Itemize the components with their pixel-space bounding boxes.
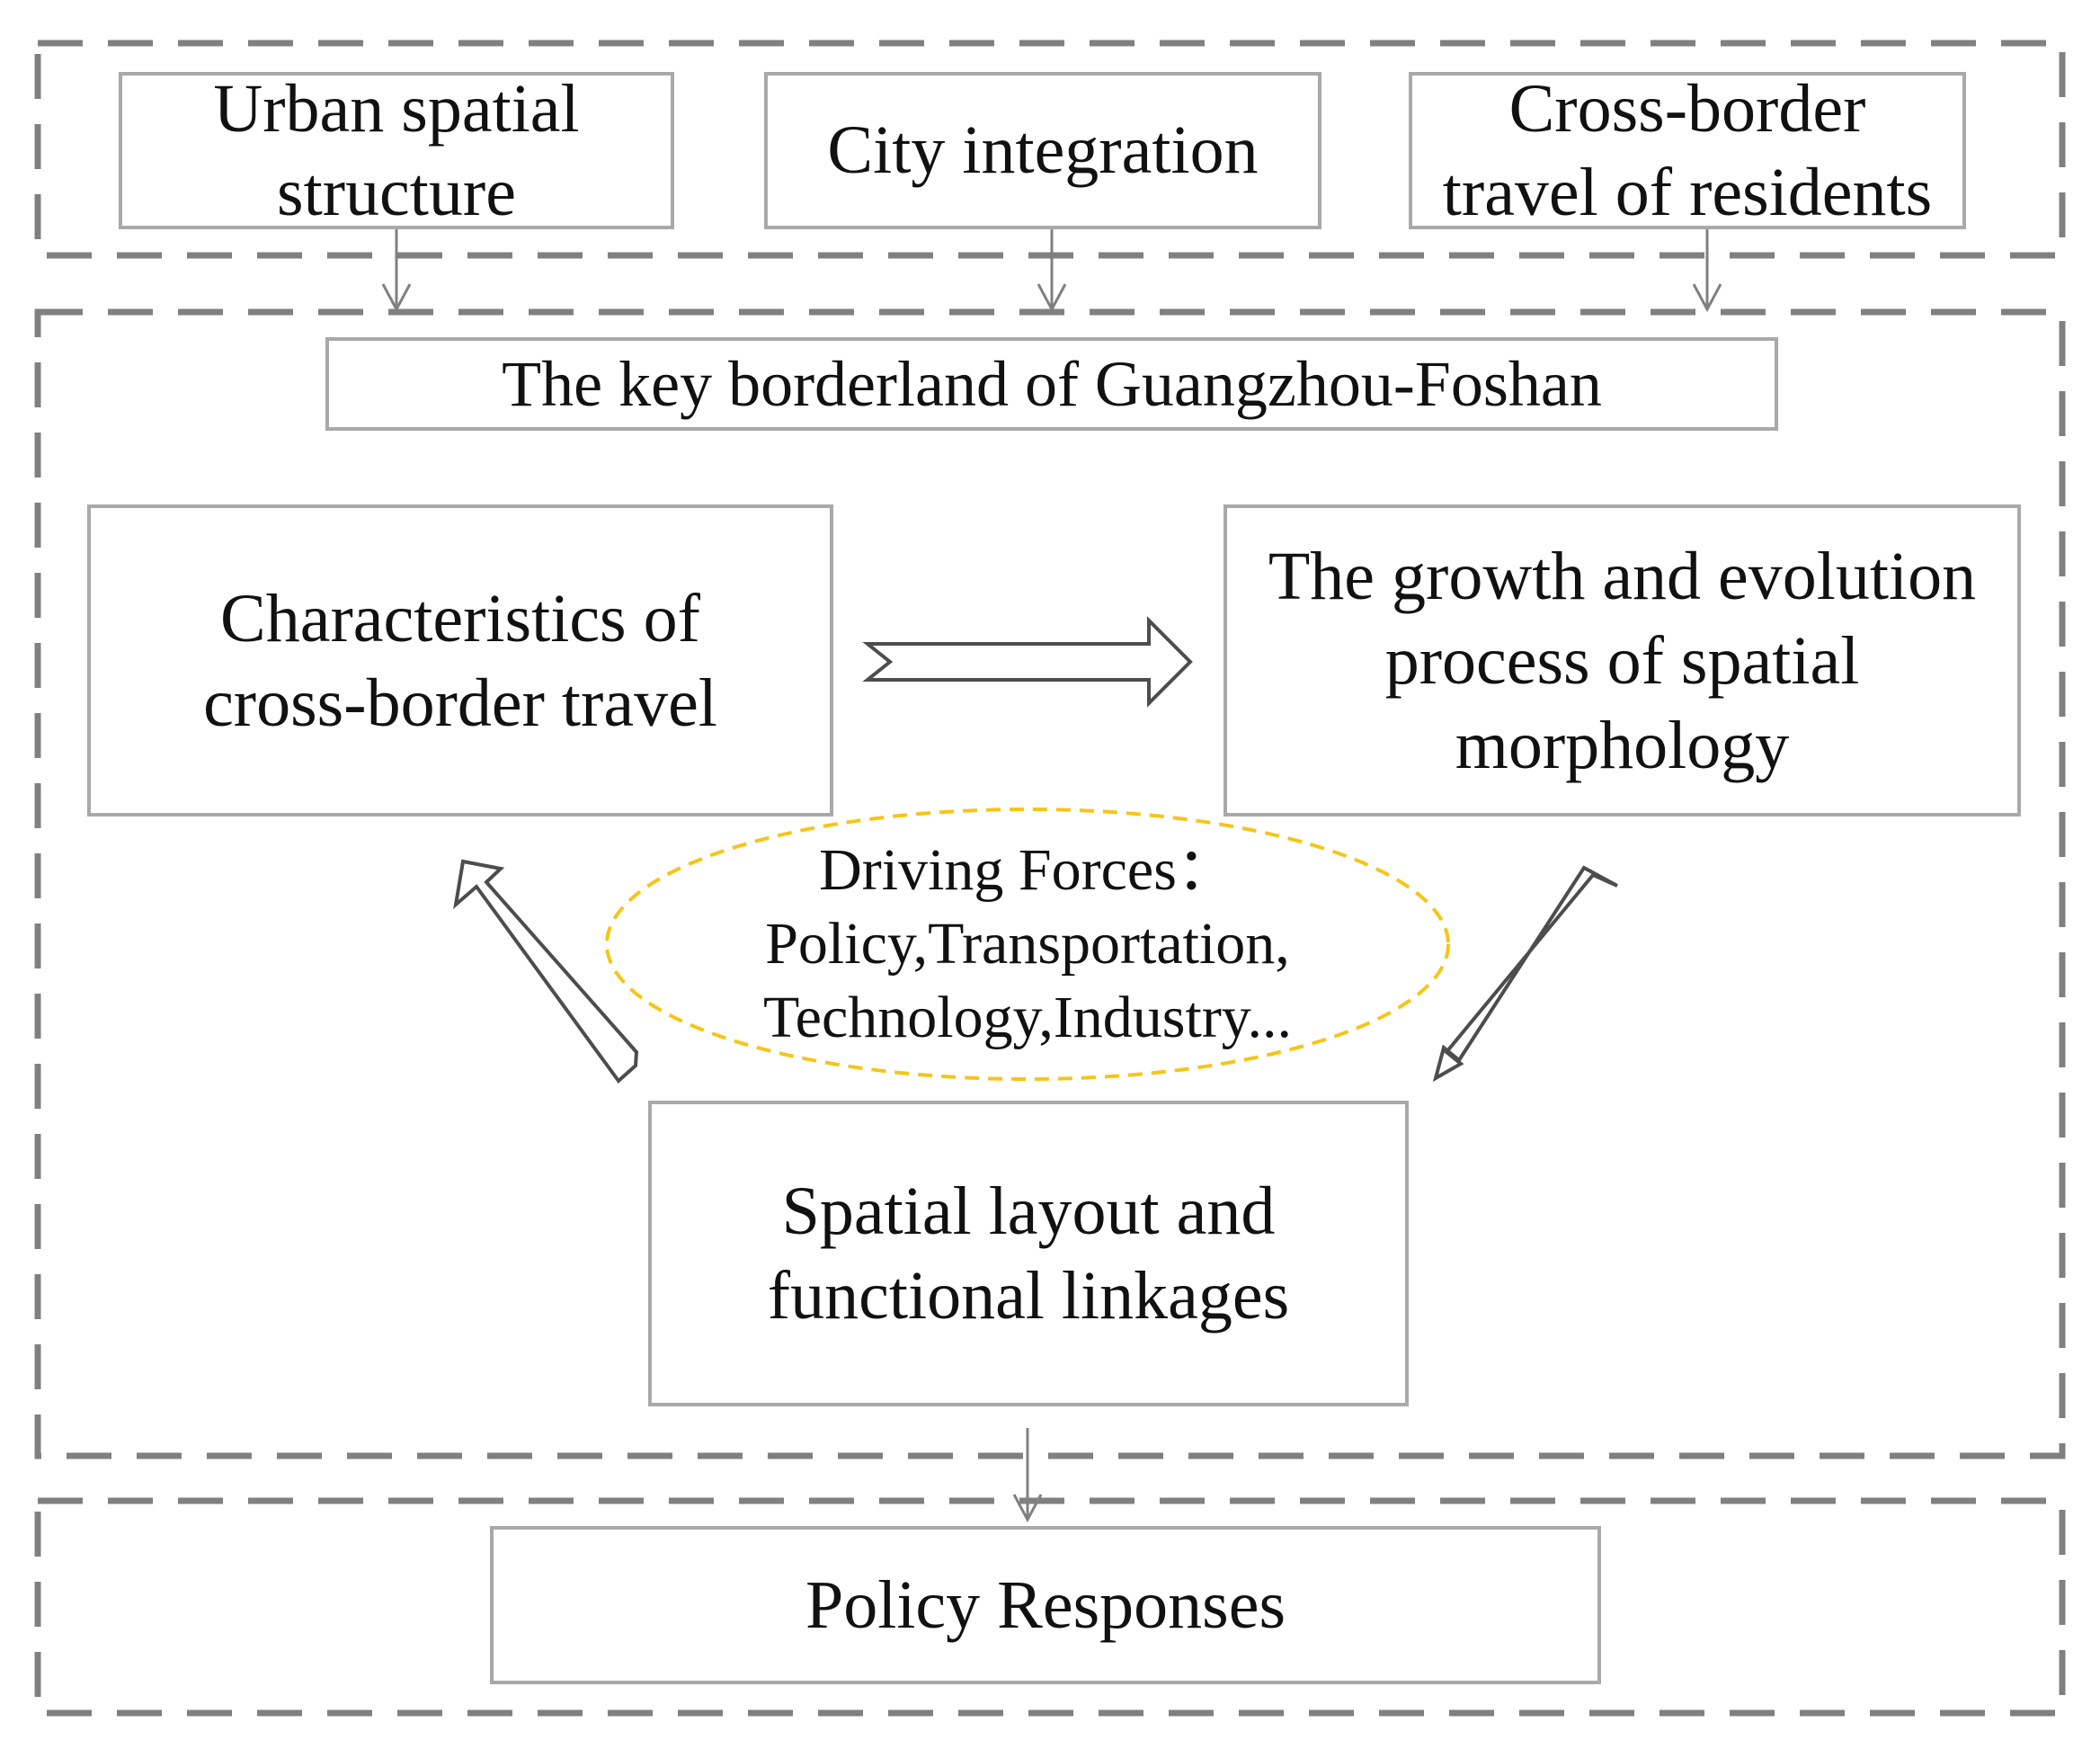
- driving-forces-line-2: Policy,Transportation,: [765, 911, 1290, 977]
- box-growth-line-3: morphology: [1455, 707, 1790, 783]
- driving-forces-line-1: Driving Forces：: [819, 837, 1236, 903]
- box-spatial-layout-line-2: functional linkages: [767, 1258, 1290, 1334]
- box-cross-border-travel-line-2: travel of residents: [1442, 154, 1933, 230]
- box-policy-responses: Policy Responses: [490, 1526, 1601, 1684]
- box-spatial-layout-line-1: Spatial layout and: [781, 1173, 1276, 1249]
- middle-group-dashed-frame: [34, 308, 2066, 1459]
- arrow-characteristics-to-growth: [862, 616, 1193, 708]
- box-characteristics-of-cross-border-travel: Characteristics of cross-border travel: [87, 504, 833, 816]
- box-cross-border-travel-line-1: Cross-border: [1508, 70, 1866, 147]
- box-urban-spatial-structure-line-2: structure: [277, 154, 516, 230]
- driving-forces-ellipse: [605, 808, 1450, 1081]
- box-cross-border-travel-of-residents: Cross-border travel of residents: [1409, 71, 1966, 230]
- box-urban-spatial-structure: Urban spatial structure: [119, 71, 674, 230]
- box-city-integration-line-1: City integration: [827, 112, 1259, 188]
- connector-crossborder-to-borderland: [1692, 229, 1722, 313]
- box-urban-spatial-structure-line-1: Urban spatial: [213, 70, 580, 147]
- top-group-dashed-frame: [34, 40, 2066, 259]
- box-city-integration: City integration: [764, 72, 1321, 229]
- driving-forces-line-3: Technology,Industry...: [762, 985, 1293, 1050]
- box-growth-and-evolution-process: The growth and evolution process of spat…: [1224, 504, 2021, 816]
- connector-city-to-borderland: [1037, 229, 1067, 313]
- arrow-growth-to-layout: [1432, 865, 1618, 1083]
- arrow-layout-to-characteristics: [453, 859, 639, 1084]
- box-key-borderland: The key borderland of Guangzhou-Foshan: [325, 337, 1778, 431]
- driving-forces-text: Driving Forces： Policy,Transportation, T…: [638, 832, 1417, 1057]
- box-characteristics-line-2: cross-border travel: [203, 665, 717, 741]
- connector-layout-to-policy: [1012, 1428, 1043, 1523]
- box-spatial-layout-and-functional-linkages: Spatial layout and functional linkages: [648, 1101, 1409, 1406]
- box-growth-line-2: process of spatial: [1384, 622, 1860, 699]
- box-policy-responses-label: Policy Responses: [805, 1567, 1286, 1643]
- box-key-borderland-label: The key borderland of Guangzhou-Foshan: [502, 348, 1602, 420]
- bottom-group-dashed-frame: [34, 1497, 2066, 1717]
- box-growth-line-1: The growth and evolution: [1268, 538, 1977, 614]
- connector-urban-to-borderland: [381, 229, 412, 313]
- box-characteristics-line-1: Characteristics of: [220, 580, 700, 656]
